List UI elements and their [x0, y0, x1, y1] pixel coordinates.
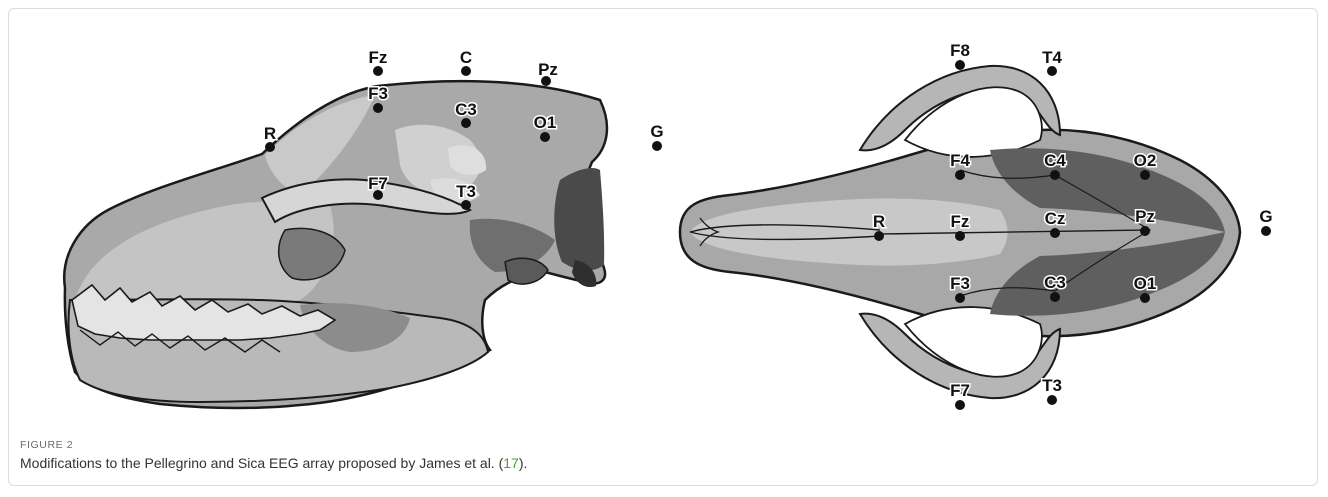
electrode-label: F3 — [368, 84, 388, 103]
electrode-label: F8 — [950, 41, 970, 60]
electrode-label: O2 — [1134, 151, 1157, 170]
electrode-lateral-g: G — [650, 122, 663, 151]
lateral-skull — [64, 81, 607, 408]
electrode-dorsal-t3: T3 — [1042, 376, 1062, 405]
electrode-dorsal-g: G — [1259, 207, 1272, 236]
electrode-label: F3 — [950, 274, 970, 293]
electrode-lateral-r: R — [264, 124, 276, 152]
electrode-label: Cz — [1045, 209, 1066, 228]
caption-text: Modifications to the Pellegrino and Sica… — [20, 455, 503, 471]
electrode-label: F7 — [950, 381, 970, 400]
electrode-lateral-pz: Pz — [538, 60, 558, 86]
electrode-label: G — [650, 122, 663, 141]
electrode-label: T3 — [1042, 376, 1062, 395]
electrode-dorsal-f7: F7 — [950, 381, 970, 410]
electrode-label: R — [264, 124, 276, 143]
electrode-label: C4 — [1044, 151, 1066, 170]
electrode-label: O1 — [534, 113, 557, 132]
electrode-label: C3 — [1044, 273, 1066, 292]
electrode-label: Pz — [538, 60, 558, 79]
electrode-label: C — [460, 48, 472, 67]
electrode-dorsal-f8: F8 — [950, 41, 970, 70]
caption-end: ). — [519, 455, 528, 471]
figure-label: FIGURE 2 — [20, 439, 73, 451]
electrode-label: T4 — [1042, 48, 1062, 67]
electrode-dorsal-r: R — [873, 212, 885, 241]
electrode-label: G — [1259, 207, 1272, 226]
electrode-lateral-fz: Fz — [369, 48, 388, 76]
electrode-label: Fz — [951, 212, 970, 231]
electrode-label: Pz — [1135, 207, 1155, 226]
figure-caption: Modifications to the Pellegrino and Sica… — [20, 455, 527, 471]
electrode-label: R — [873, 212, 885, 231]
electrode-label: T3 — [456, 182, 476, 201]
citation-link[interactable]: 17 — [503, 455, 519, 471]
electrode-label: F4 — [950, 151, 970, 170]
electrode-label: O1 — [1134, 274, 1157, 293]
electrode-lateral-c: C — [460, 48, 472, 76]
electrode-label: Fz — [369, 48, 388, 67]
electrode-label: C3 — [455, 100, 477, 119]
electrode-label: F7 — [368, 174, 388, 193]
electrode-dorsal-t4: T4 — [1042, 48, 1062, 76]
